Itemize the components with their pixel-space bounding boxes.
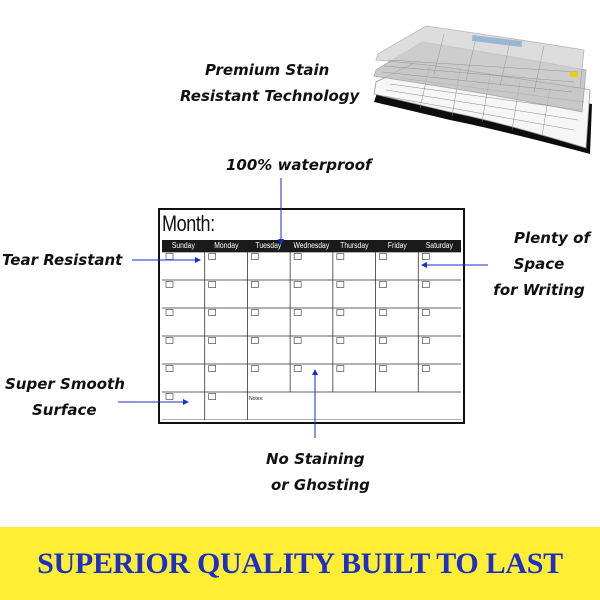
date-box xyxy=(379,337,387,344)
date-box xyxy=(421,281,430,288)
date-box xyxy=(336,365,345,372)
date-box xyxy=(165,309,174,316)
calendar-grid xyxy=(162,252,461,420)
date-box xyxy=(251,309,259,316)
date-box xyxy=(293,337,302,344)
date-box xyxy=(165,337,174,344)
feature-line: 100% waterproof xyxy=(226,156,372,174)
feature-line: or Ghosting xyxy=(271,476,370,494)
date-box xyxy=(251,281,259,288)
feature-line: No Staining xyxy=(266,450,365,468)
date-box xyxy=(293,281,302,288)
date-box xyxy=(379,253,387,260)
date-box xyxy=(165,253,174,260)
date-box xyxy=(421,253,430,260)
weekday-wednesday: Wednesday xyxy=(293,241,330,250)
date-box xyxy=(379,365,387,372)
date-box xyxy=(379,309,387,316)
weekday-sunday: Sunday xyxy=(171,241,195,250)
date-box xyxy=(165,365,174,372)
date-box xyxy=(293,309,302,316)
banner-slogan: SUPERIOR QUALITY BUILT TO LAST xyxy=(37,547,563,580)
feature-line: Surface xyxy=(32,401,97,419)
feature-super-smooth: Super Smooth Surface xyxy=(5,371,125,423)
date-box xyxy=(336,253,345,260)
date-box xyxy=(208,253,217,260)
date-box xyxy=(251,337,259,344)
date-box xyxy=(336,281,345,288)
feature-line: Resistant Technology xyxy=(180,87,360,105)
weekday-friday: Friday xyxy=(387,241,407,250)
feature-line: Plenty of xyxy=(514,229,590,247)
date-box xyxy=(208,365,217,372)
date-box xyxy=(208,337,217,344)
date-box xyxy=(165,393,174,400)
date-box xyxy=(379,281,387,288)
feature-no-staining: No Staining or Ghosting xyxy=(266,446,370,498)
date-box xyxy=(208,309,217,316)
weekday-saturday: Saturday xyxy=(426,241,454,250)
date-box xyxy=(208,281,217,288)
date-box xyxy=(421,309,430,316)
feature-waterproof: 100% waterproof xyxy=(226,152,372,178)
notes-label: Notes: xyxy=(249,396,264,402)
month-title: Month: xyxy=(162,211,215,236)
date-box xyxy=(293,365,302,372)
date-box xyxy=(293,253,302,260)
weekday-header: Sunday Monday Tuesday Wednesday Thursday… xyxy=(162,240,461,252)
feature-line: for Writing xyxy=(493,281,585,299)
date-box xyxy=(421,337,430,344)
date-box xyxy=(251,365,259,372)
feature-line: Premium Stain xyxy=(205,61,330,79)
feature-line: Space xyxy=(513,255,565,273)
calendar-board: Month: Sunday Monday Tuesday Wednesday T… xyxy=(158,208,465,424)
date-box xyxy=(421,365,430,372)
date-box xyxy=(336,309,345,316)
weekday-thursday: Thursday xyxy=(340,241,369,250)
feature-stain-resistant: Premium Stain Resistant Technology xyxy=(180,57,359,109)
weekday-monday: Monday xyxy=(213,241,239,250)
date-box xyxy=(251,253,259,260)
weekday-tuesday: Tuesday xyxy=(255,241,282,250)
date-box xyxy=(165,281,174,288)
feature-line: Super Smooth xyxy=(5,375,125,393)
feature-plenty-of-space: Plenty of Space for Writing xyxy=(490,225,600,303)
layered-sheets-illustration xyxy=(360,12,595,162)
date-box xyxy=(336,337,345,344)
feature-line: Tear Resistant xyxy=(2,251,123,269)
bottom-banner: SUPERIOR QUALITY BUILT TO LAST xyxy=(0,527,600,600)
date-box xyxy=(208,393,217,400)
feature-tear-resistant: Tear Resistant xyxy=(2,247,122,273)
